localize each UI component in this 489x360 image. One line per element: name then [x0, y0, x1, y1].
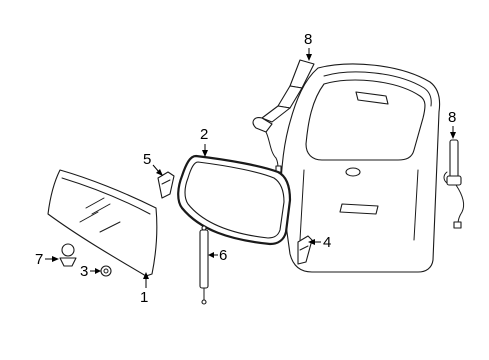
callout-3: 3 — [80, 263, 101, 280]
back-glass — [47, 169, 158, 277]
callout-8b-label: 8 — [448, 109, 456, 126]
glass-weatherstrip — [177, 154, 292, 246]
callout-3-label: 3 — [80, 263, 88, 280]
callout-4: 4 — [308, 234, 331, 251]
gate-lift-support-left — [252, 59, 315, 173]
callout-5: 5 — [143, 151, 163, 176]
license-plate-recess — [339, 203, 379, 215]
liftgate-window-opening — [305, 79, 426, 161]
callout-1: 1 — [140, 272, 149, 306]
callout-6: 6 — [208, 247, 227, 264]
callout-5-label: 5 — [143, 151, 151, 168]
callout-4-label: 4 — [323, 234, 331, 251]
callout-8a-label: 8 — [304, 31, 312, 48]
wiper-housing — [355, 91, 389, 105]
callout-2: 2 — [200, 126, 208, 157]
callout-7: 7 — [35, 251, 59, 268]
emblem — [345, 167, 361, 177]
liftgate — [280, 63, 441, 273]
glass-lift-support — [199, 225, 209, 305]
bumper-stop — [59, 243, 77, 267]
callout-8-left: 8 — [304, 31, 312, 61]
callout-8-right: 8 — [448, 109, 456, 139]
glass-hinge-right — [297, 235, 313, 265]
callout-7-label: 7 — [35, 251, 43, 268]
grommet — [100, 265, 112, 277]
callout-1-label: 1 — [140, 289, 148, 306]
glass-hinge-left — [157, 171, 175, 199]
gate-lift-support-right — [443, 139, 465, 229]
callout-6-label: 6 — [219, 247, 227, 264]
callout-2-label: 2 — [200, 126, 208, 143]
